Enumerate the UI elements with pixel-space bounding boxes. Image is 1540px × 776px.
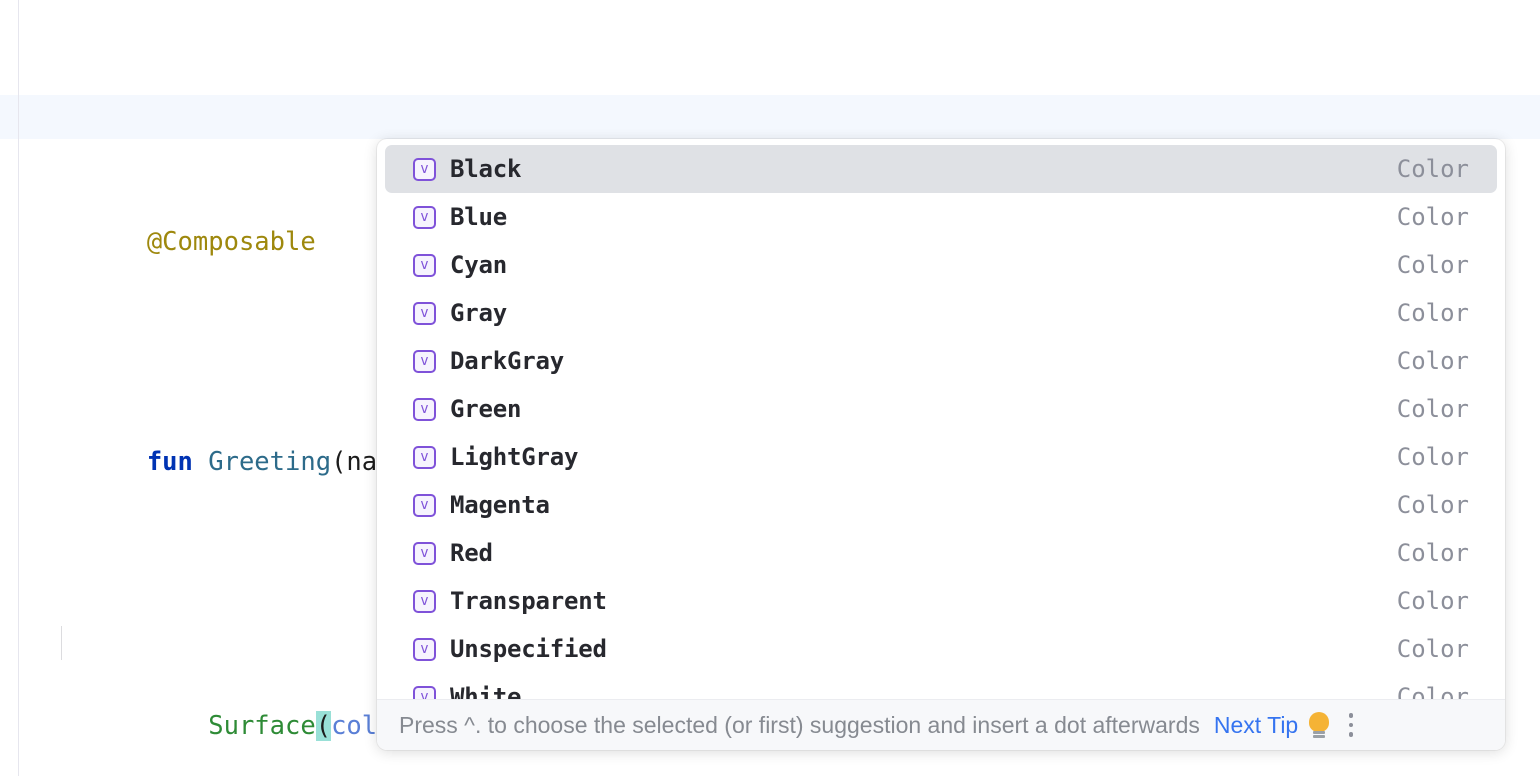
property-value-icon: v xyxy=(413,253,436,277)
property-value-icon: v xyxy=(413,205,436,229)
completion-item-label: Gray xyxy=(450,299,507,327)
completion-item-blue[interactable]: v Blue Color xyxy=(385,193,1497,241)
function-name-token: Greeting xyxy=(208,447,332,477)
completion-item-lightgray[interactable]: v LightGray Color xyxy=(385,433,1497,481)
completion-item-transparent[interactable]: v Transparent Color xyxy=(385,577,1497,625)
completion-item-type: Color xyxy=(1396,635,1469,663)
completion-item-magenta[interactable]: v Magenta Color xyxy=(385,481,1497,529)
current-line-highlight xyxy=(0,95,1540,139)
indent-guide xyxy=(61,626,62,660)
completion-item-type: Color xyxy=(1396,491,1469,519)
completion-item-type: Color xyxy=(1396,203,1469,231)
completion-item-label: Blue xyxy=(450,203,507,231)
property-value-icon: v xyxy=(413,589,436,613)
completion-item-label: LightGray xyxy=(450,443,579,471)
completion-item-type: Color xyxy=(1396,539,1469,567)
surface-call-token: Surface xyxy=(208,711,316,741)
completion-item-unspecified[interactable]: v Unspecified Color xyxy=(385,625,1497,673)
editor-gutter-divider xyxy=(18,0,19,776)
completion-item-gray[interactable]: v Gray Color xyxy=(385,289,1497,337)
completion-item-label: White xyxy=(450,683,522,699)
completion-item-type: Color xyxy=(1396,299,1469,327)
property-value-icon: v xyxy=(413,301,436,325)
property-value-icon: v xyxy=(413,493,436,517)
annotation-token: @Composable xyxy=(146,227,316,257)
completion-item-label: Cyan xyxy=(450,251,507,279)
completion-item-type: Color xyxy=(1396,347,1469,375)
completion-item-type: Color xyxy=(1396,683,1469,699)
keyword-fun-token: fun xyxy=(146,447,193,477)
completion-item-label: Transparent xyxy=(450,587,607,615)
next-tip-link[interactable]: Next Tip xyxy=(1213,711,1299,738)
property-value-icon: v xyxy=(413,445,436,469)
more-options-icon[interactable] xyxy=(1348,712,1354,738)
completion-item-red[interactable]: v Red Color xyxy=(385,529,1497,577)
completion-item-cyan[interactable]: v Cyan Color xyxy=(385,241,1497,289)
completion-item-type: Color xyxy=(1396,251,1469,279)
completion-item-label: DarkGray xyxy=(450,347,564,375)
property-value-icon: v xyxy=(413,637,436,661)
completion-item-darkgray[interactable]: v DarkGray Color xyxy=(385,337,1497,385)
completion-item-type: Color xyxy=(1396,395,1469,423)
tip-bar: Press ^. to choose the selected (or firs… xyxy=(377,699,1505,750)
completion-item-black[interactable]: v Black Color xyxy=(385,145,1497,193)
completion-item-green[interactable]: v Green Color xyxy=(385,385,1497,433)
property-value-icon: v xyxy=(413,397,436,421)
completion-item-label: Red xyxy=(450,539,493,567)
code-line-annotation: @Composable xyxy=(0,176,1053,257)
completion-item-label: Green xyxy=(450,395,522,423)
completion-item-label: Unspecified xyxy=(450,635,607,663)
completion-item-type: Color xyxy=(1396,155,1469,183)
matching-paren-open: ( xyxy=(315,711,332,741)
tip-message: Press ^. to choose the selected (or firs… xyxy=(399,711,1200,738)
completion-item-label: Black xyxy=(450,155,522,183)
property-value-icon: v xyxy=(413,685,436,699)
lightbulb-icon xyxy=(1308,712,1330,738)
property-value-icon: v xyxy=(413,541,436,565)
completion-item-white[interactable]: v White Color xyxy=(385,673,1497,699)
property-value-icon: v xyxy=(413,157,436,181)
completion-item-type: Color xyxy=(1396,443,1469,471)
completion-item-label: Magenta xyxy=(450,491,550,519)
property-value-icon: v xyxy=(413,349,436,373)
completion-item-type: Color xyxy=(1396,587,1469,615)
